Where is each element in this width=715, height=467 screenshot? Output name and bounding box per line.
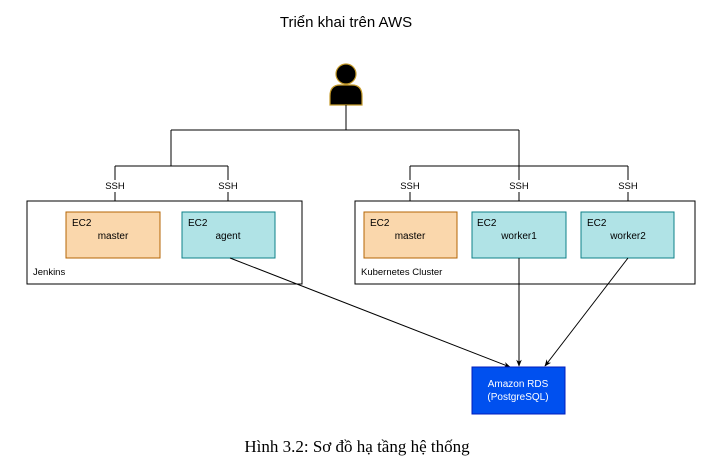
node-k8s-worker1: EC2 worker1 — [471, 211, 567, 259]
svg-text:master: master — [98, 231, 129, 242]
svg-text:Amazon RDS: Amazon RDS — [488, 379, 549, 390]
ssh-connectors — [112, 105, 631, 213]
node-jenkins-master: EC2 master — [65, 211, 161, 259]
ssh-label-jenkins-master: SSH — [103, 180, 127, 192]
svg-text:SSH: SSH — [105, 181, 125, 192]
svg-text:worker1: worker1 — [500, 231, 537, 242]
svg-text:SSH: SSH — [618, 181, 638, 192]
figure-caption: Hình 3.2: Sơ đồ hạ tầng hệ thống — [244, 437, 470, 456]
node-k8s-worker2: EC2 worker2 — [580, 211, 675, 259]
node-k8s-master: EC2 master — [363, 211, 458, 259]
diagram-title: Triển khai trên AWS — [280, 14, 412, 31]
node-amazon-rds: Amazon RDS (PostgreSQL) — [471, 366, 566, 415]
svg-text:agent: agent — [215, 231, 240, 242]
ssh-label-jenkins-agent: SSH — [216, 180, 240, 192]
svg-text:(PostgreSQL): (PostgreSQL) — [487, 392, 548, 403]
svg-text:SSH: SSH — [218, 181, 238, 192]
ssh-label-k8s-worker2: SSH — [616, 180, 640, 192]
svg-text:SSH: SSH — [509, 181, 529, 192]
svg-text:EC2: EC2 — [370, 218, 390, 229]
svg-text:worker2: worker2 — [609, 231, 646, 242]
database-connectors — [229, 257, 629, 368]
svg-text:master: master — [395, 231, 426, 242]
svg-text:EC2: EC2 — [477, 218, 497, 229]
node-jenkins-agent: EC2 agent — [181, 211, 276, 259]
svg-text:EC2: EC2 — [188, 218, 208, 229]
group-jenkins-label: Jenkins — [33, 267, 65, 278]
ssh-label-k8s-worker1: SSH — [507, 180, 531, 192]
svg-text:EC2: EC2 — [587, 218, 607, 229]
svg-text:EC2: EC2 — [72, 218, 92, 229]
user-icon — [329, 63, 363, 106]
ssh-label-k8s-master: SSH — [398, 180, 422, 192]
svg-text:SSH: SSH — [400, 181, 420, 192]
group-kubernetes-label: Kubernetes Cluster — [361, 267, 442, 278]
